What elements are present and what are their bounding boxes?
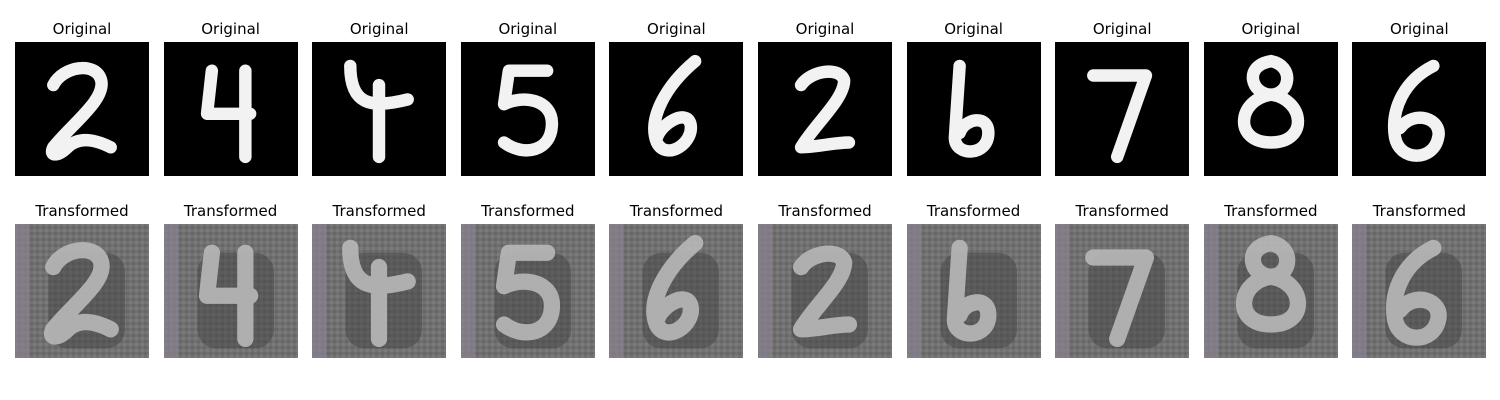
original-digit-image — [460, 42, 595, 176]
digit-glyph — [1352, 224, 1463, 358]
panel-title: Original — [52, 20, 112, 38]
panel-title: Original — [1092, 20, 1152, 38]
transformed-digit-image — [758, 224, 892, 358]
digit-stroke — [1386, 239, 1448, 346]
digit-glyph — [648, 54, 702, 157]
digit-stroke — [1388, 59, 1446, 162]
digit-stroke — [946, 239, 997, 342]
transformed-digit-image — [163, 224, 298, 358]
digit-glyph — [1203, 224, 1314, 358]
original-digit-image — [1055, 42, 1190, 176]
digit-stroke — [1235, 235, 1306, 333]
original-digit-image — [758, 42, 892, 176]
digit-glyph — [1237, 54, 1304, 149]
digit-glyph — [758, 224, 869, 358]
digit-glyph — [1087, 69, 1153, 164]
digit-stroke — [646, 235, 704, 341]
transformed-digit-image — [1203, 224, 1338, 358]
digit-stroke — [45, 61, 117, 161]
transformed-digit-image — [906, 224, 1041, 358]
original-digit-image — [609, 42, 744, 176]
transformed-digit-image — [609, 224, 744, 358]
digit-stroke — [344, 59, 415, 164]
original-digit-image — [312, 42, 447, 176]
noise-strip — [609, 224, 624, 358]
digit-stroke — [342, 239, 417, 347]
digit-stroke — [198, 244, 258, 347]
digit-glyph — [312, 224, 423, 358]
panel-title: Original — [498, 20, 558, 38]
panel-title: Transformed — [1372, 202, 1467, 220]
digit-stroke — [1237, 54, 1304, 149]
panel-title: Transformed — [1075, 202, 1169, 220]
noise-strip — [1055, 224, 1070, 358]
noise-strip — [15, 224, 30, 358]
transformed-digit-image — [460, 224, 595, 358]
digit-stroke — [948, 59, 995, 158]
panel-title: Original — [1390, 20, 1449, 38]
digit-glyph — [45, 61, 117, 161]
panel-title: Transformed — [481, 202, 575, 220]
digit-glyph — [163, 224, 274, 358]
panel-title: Transformed — [926, 202, 1021, 220]
panel-title: Original — [944, 20, 1003, 38]
panel-title: Transformed — [1224, 202, 1318, 220]
panel-title: Original — [795, 20, 855, 38]
digit-stroke — [648, 54, 702, 157]
digit-glyph — [15, 224, 126, 358]
digit-stroke — [200, 64, 256, 164]
noise-strip — [758, 224, 773, 358]
panel-title: Original — [349, 20, 409, 38]
original-digit-image — [906, 42, 1041, 176]
digit-glyph — [460, 224, 571, 358]
original-digit-image — [1352, 42, 1487, 176]
digit-stroke — [794, 65, 856, 154]
original-digit-image — [163, 42, 298, 176]
noise-strip — [460, 224, 476, 358]
noise-strip — [1352, 224, 1367, 358]
digit-glyph — [1055, 224, 1166, 358]
panel-title: Transformed — [778, 202, 872, 220]
digit-stroke — [792, 245, 858, 338]
noise-strip — [1203, 224, 1219, 358]
panel-title: Transformed — [35, 202, 129, 220]
digit-glyph — [948, 59, 995, 158]
digit-glyph — [1388, 59, 1446, 162]
digit-glyph — [200, 64, 256, 164]
noise-strip — [312, 224, 327, 358]
transformed-digit-image — [1055, 224, 1190, 358]
digit-stroke — [44, 242, 119, 345]
panel-title: Original — [201, 20, 260, 38]
panel-title: Original — [647, 20, 706, 38]
digit-stroke — [497, 64, 558, 157]
panel-title: Transformed — [629, 202, 724, 220]
digit-glyph — [344, 59, 415, 164]
transformed-digit-image — [1352, 224, 1487, 358]
transformed-digit-image — [15, 224, 149, 358]
digit-stroke — [1085, 249, 1155, 347]
digit-glyph — [497, 64, 558, 157]
digit-glyph — [609, 224, 720, 358]
digit-stroke — [1087, 69, 1153, 164]
original-digit-image — [1203, 42, 1338, 176]
noise-strip — [163, 224, 178, 358]
digit-glyph — [906, 224, 1017, 358]
noise-strip — [906, 224, 921, 358]
panel-title: Transformed — [183, 202, 278, 220]
digit-stroke — [495, 244, 560, 341]
transformed-digit-image — [312, 224, 447, 358]
panel-title: Transformed — [332, 202, 426, 220]
original-digit-image — [15, 42, 149, 176]
digit-glyph — [794, 65, 856, 154]
panel-title: Original — [1241, 20, 1301, 38]
